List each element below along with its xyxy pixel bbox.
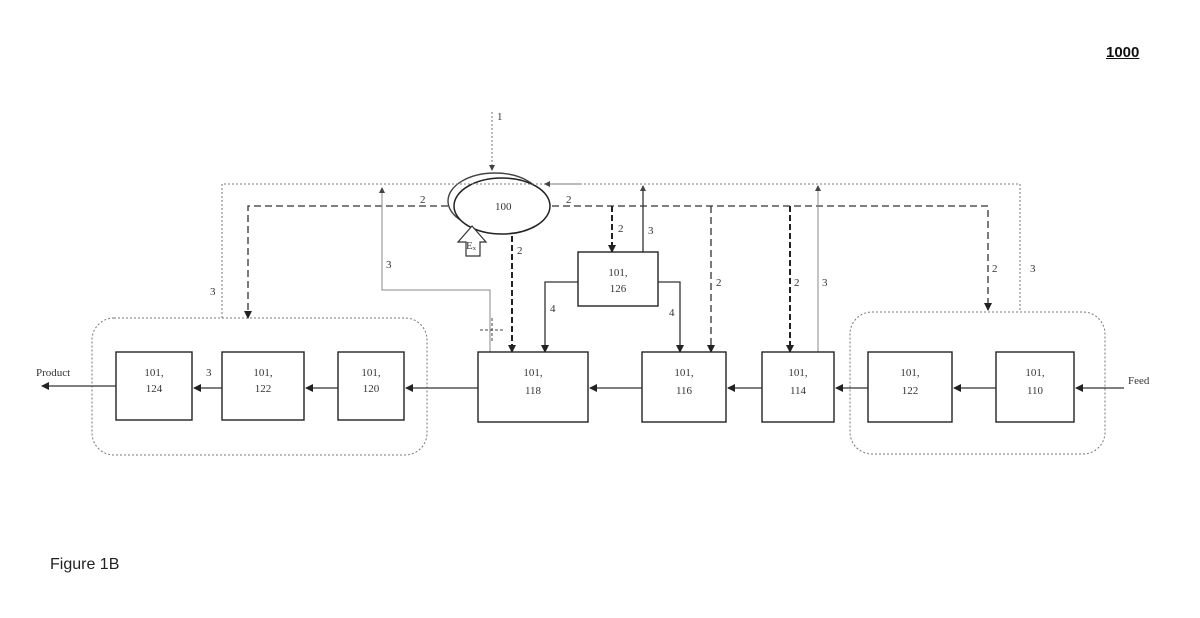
unit-122-left-line-1: 101, (253, 367, 273, 379)
unit-116-line-2: 116 (676, 385, 693, 397)
stream-label-3-114: 3 (822, 277, 828, 289)
stream-3-left-vertical (379, 187, 491, 352)
unit-124-line-2: 124 (146, 383, 163, 395)
energy-input-arrow: Eₓ (456, 225, 488, 257)
unit-118-line-1: 101, (523, 367, 543, 379)
outer-loop-stream (221, 183, 1021, 318)
product-label: Product (36, 367, 70, 379)
central-unit-100: 100 (447, 172, 551, 235)
unit-122-left: 101, 122 (221, 351, 305, 421)
unit-120: 101, 120 (337, 351, 405, 421)
stream-2-right-header (552, 205, 992, 311)
figure-caption: Figure 1B (50, 556, 120, 573)
stream-label-1: 1 (497, 111, 503, 123)
unit-116-line-1: 101, (674, 367, 694, 379)
stream-label-2-right-group: 2 (992, 263, 998, 275)
unit-126: 101, 126 (577, 251, 659, 307)
unit-122-right-line-1: 101, (900, 367, 920, 379)
unit-122-right-line-2: 122 (902, 385, 919, 397)
stream-2-to-left-group (244, 205, 448, 319)
stream-4-126-to-116 (658, 281, 684, 353)
energy-input-label: Eₓ (466, 240, 477, 252)
unit-110: 101, 110 (995, 351, 1075, 423)
stream-label-2-126: 2 (618, 223, 624, 235)
right-unit-group (849, 311, 1106, 455)
stream-label-3-left: 3 (386, 259, 392, 271)
stream-4-126-to-118 (541, 281, 578, 353)
stream-label-2-116: 2 (716, 277, 722, 289)
unit-126-line-1: 101, (608, 267, 628, 279)
unit-122-right: 101, 122 (867, 351, 953, 423)
stream-label-4-116: 4 (669, 307, 675, 319)
stream-label-4-118: 4 (550, 303, 556, 315)
stream-label-3-124: 3 (206, 367, 212, 379)
unit-122-left-line-2: 122 (255, 383, 272, 395)
stream-label-2-down: 2 (517, 245, 523, 257)
stream-label-left-outer: 3 (210, 286, 216, 298)
unit-126-line-2: 126 (610, 283, 627, 295)
feed-label: Feed (1128, 375, 1150, 387)
stream-label-right-outer: 3 (1030, 263, 1036, 275)
unit-116: 101, 116 (641, 351, 727, 423)
stream-label-2-right: 2 (566, 194, 572, 206)
stream-label-2-114: 2 (794, 277, 800, 289)
crosshair-mark (480, 318, 504, 342)
unit-124: 101, 124 (115, 351, 193, 421)
unit-120-line-2: 120 (363, 383, 380, 395)
unit-114-line-1: 101, (788, 367, 808, 379)
unit-110-line-2: 110 (1027, 385, 1044, 397)
figure-number: 1000 (1106, 44, 1140, 61)
unit-124-line-1: 101, (144, 367, 164, 379)
unit-114-line-2: 114 (790, 385, 807, 397)
unit-120-line-1: 101, (361, 367, 381, 379)
unit-114: 101, 114 (761, 351, 835, 423)
central-unit-label: 100 (495, 201, 512, 213)
stream-label-3-126: 3 (648, 225, 654, 237)
unit-110-line-1: 101, (1025, 367, 1045, 379)
unit-118-line-2: 118 (525, 385, 542, 397)
stream-label-2-left: 2 (420, 194, 426, 206)
unit-118: 101, 118 (477, 351, 589, 423)
